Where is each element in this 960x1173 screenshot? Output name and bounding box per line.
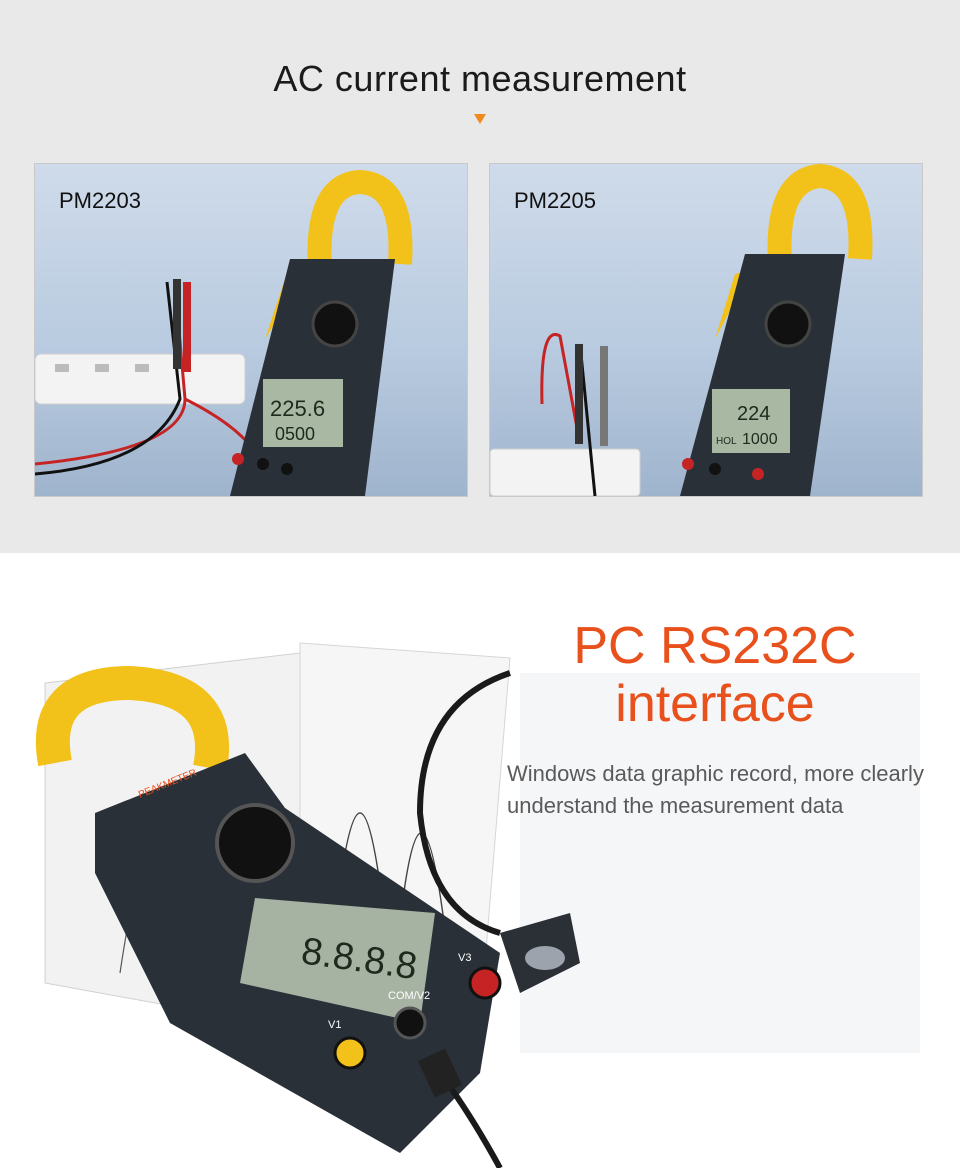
rs232-title-line2: interface [615, 675, 815, 733]
rs232-title: PC RS232C interface [470, 617, 960, 733]
down-arrow-icon [474, 114, 486, 124]
lcd-line2: 0500 [275, 424, 315, 444]
photo-pm2203: 225.6 0500 PM2203 [34, 163, 468, 497]
port-label-v1: V1 [328, 1019, 341, 1031]
port-label-com-v2: COM/V2 [388, 990, 430, 1002]
ac-measurement-section: AC current measurement 225.6 0500 PM2 [0, 0, 960, 553]
photo-label: PM2203 [59, 188, 141, 213]
lcd-line2: 1000 [742, 431, 778, 448]
meter-photo-illustration: 225.6 0500 [35, 169, 413, 496]
photo-pm2205: 224 HOL 1000 PM2205 [489, 163, 923, 497]
rs232-title-line1: PC RS232C [573, 617, 857, 675]
port-label-v3: V3 [458, 952, 471, 964]
rs232-description: Windows data graphic record, more clearl… [507, 761, 924, 818]
rs232-section: 8.8.8.8 PEAKMETER V1 COM/V2 V3 [0, 553, 960, 1170]
section-title: AC current measurement [273, 58, 687, 99]
lcd-tag: HOL [716, 436, 737, 447]
lcd-line1: 224 [737, 403, 770, 425]
lcd-line1: 225.6 [270, 396, 325, 421]
photo-label: PM2205 [514, 188, 596, 213]
meter-photo-illustration: 224 HOL 1000 [490, 164, 873, 496]
meter-product-illustration: 8.8.8.8 PEAKMETER V1 COM/V2 V3 [35, 642, 920, 1170]
